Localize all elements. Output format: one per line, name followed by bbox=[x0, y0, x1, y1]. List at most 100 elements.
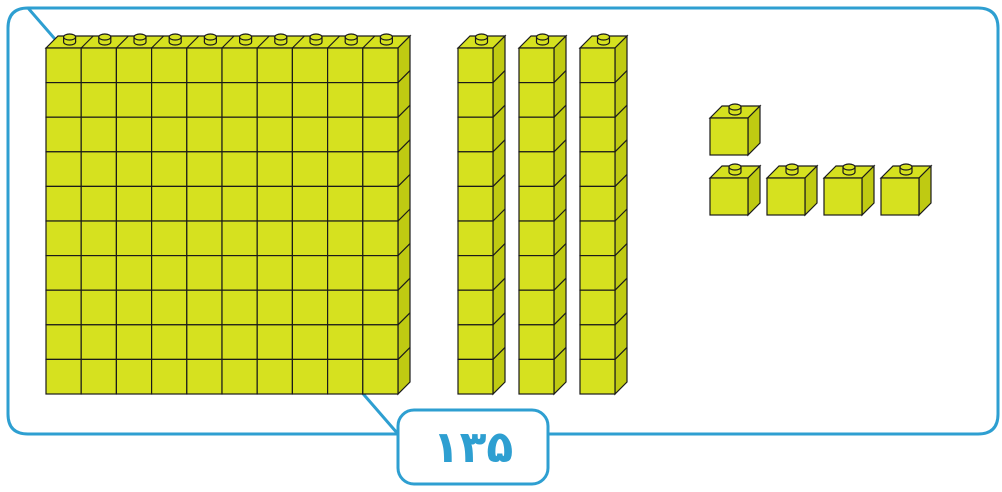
hundred-flat-cell bbox=[257, 186, 292, 221]
hundred-flat-cell bbox=[81, 186, 116, 221]
hundred-flat-cell bbox=[187, 117, 222, 152]
hundred-flat-cell bbox=[116, 83, 151, 118]
hundred-flat-cell bbox=[81, 152, 116, 187]
unit-cube bbox=[710, 164, 760, 215]
hundred-flat-cell bbox=[328, 325, 363, 360]
hundred-flat-cell bbox=[222, 186, 257, 221]
hundred-flat-cell bbox=[152, 325, 187, 360]
hundred-flat-cell bbox=[257, 325, 292, 360]
hundred-flat-cell bbox=[363, 83, 398, 118]
hundred-flat-cell bbox=[81, 48, 116, 83]
ten-rod bbox=[519, 34, 566, 394]
hundred-flat-cell bbox=[257, 117, 292, 152]
hundred-flat-cell bbox=[46, 152, 81, 187]
hundred-flat-cell bbox=[257, 152, 292, 187]
hundred-flat-cell bbox=[46, 359, 81, 394]
ten-rod-cell bbox=[519, 221, 554, 256]
hundred-flat-cell bbox=[187, 48, 222, 83]
hundred-flat-cell bbox=[187, 221, 222, 256]
hundred-flat-cell bbox=[46, 186, 81, 221]
hundred-flat-cell bbox=[81, 117, 116, 152]
hundred-flat-cell bbox=[152, 256, 187, 291]
hundred-flat-cell bbox=[81, 359, 116, 394]
ten-rod-cell bbox=[519, 325, 554, 360]
hundred-flat-cell bbox=[116, 152, 151, 187]
hundred-flat-cell bbox=[222, 117, 257, 152]
unit-cube bbox=[824, 164, 874, 215]
ten-rod-cell bbox=[519, 152, 554, 187]
hundred-flat-cell bbox=[363, 290, 398, 325]
hundred-flat-cell bbox=[363, 152, 398, 187]
hundred-flat-cell bbox=[257, 221, 292, 256]
unit-cube-cell bbox=[881, 178, 919, 215]
ten-rod-cell bbox=[458, 290, 493, 325]
hundred-flat-cell bbox=[363, 186, 398, 221]
ten-rod bbox=[580, 34, 627, 394]
hundred-flat-cell bbox=[328, 83, 363, 118]
ten-rod-cell bbox=[580, 325, 615, 360]
hundred-flat-cell bbox=[46, 221, 81, 256]
ten-rod-cell bbox=[458, 256, 493, 291]
ten-rod-cell bbox=[458, 221, 493, 256]
unit-cube-cell bbox=[710, 178, 748, 215]
hundred-flat-cell bbox=[187, 359, 222, 394]
hundred-flat-cell bbox=[152, 152, 187, 187]
hundred-flat-cell bbox=[222, 221, 257, 256]
unit-cube bbox=[710, 104, 760, 155]
hundred-flat-cell bbox=[292, 117, 327, 152]
hundred-flat-cell bbox=[363, 221, 398, 256]
hundred-flat-cell bbox=[257, 256, 292, 291]
ten-rod-cell bbox=[458, 359, 493, 394]
number-label: ۱۳۵ bbox=[398, 410, 548, 484]
hundred-flat-cell bbox=[46, 83, 81, 118]
hundred-flat-cell bbox=[187, 83, 222, 118]
hundred-flat-cell bbox=[328, 359, 363, 394]
hundred-flat-cell bbox=[187, 256, 222, 291]
hundred-flat-cell bbox=[116, 221, 151, 256]
hundred-flat-cell bbox=[46, 117, 81, 152]
hundred-flat-cell bbox=[116, 48, 151, 83]
hundred-flat-cell bbox=[152, 359, 187, 394]
ten-rod-cell bbox=[519, 186, 554, 221]
hundred-flat-cell bbox=[328, 186, 363, 221]
ten-rod-cell bbox=[458, 152, 493, 187]
hundred-flat-cell bbox=[187, 325, 222, 360]
hundred-flat-cell bbox=[152, 83, 187, 118]
hundred-flat-cell bbox=[116, 325, 151, 360]
ten-rod-cell bbox=[458, 83, 493, 118]
hundred-flat-cell bbox=[328, 48, 363, 83]
hundred-flat-cell bbox=[152, 48, 187, 83]
hundred-flat-cell bbox=[292, 256, 327, 291]
hundred-flat-cell bbox=[46, 256, 81, 291]
ten-rod-cell bbox=[580, 186, 615, 221]
hundred-flat-cell bbox=[81, 83, 116, 118]
hundred-flat-cell bbox=[81, 325, 116, 360]
ten-rods bbox=[458, 34, 627, 394]
ten-rod-cell bbox=[458, 48, 493, 83]
hundred-flat-cell bbox=[81, 256, 116, 291]
hundred-flat-cell bbox=[292, 325, 327, 360]
hundred-flat-cell bbox=[81, 290, 116, 325]
hundred-flat-cell bbox=[222, 48, 257, 83]
hundred-flat-cell bbox=[292, 186, 327, 221]
hundred-flat-cell bbox=[152, 186, 187, 221]
ten-rod-cell bbox=[580, 152, 615, 187]
hundred-flat-cell bbox=[152, 290, 187, 325]
ten-rod-cell bbox=[519, 48, 554, 83]
hundred-flat-cell bbox=[328, 117, 363, 152]
ten-rod-cell bbox=[519, 359, 554, 394]
unit-cube bbox=[767, 164, 817, 215]
unit-cube-cell bbox=[824, 178, 862, 215]
ten-rod-cell bbox=[519, 256, 554, 291]
hundred-flat bbox=[46, 34, 410, 394]
ten-rod-cell bbox=[580, 256, 615, 291]
hundred-flat-cell bbox=[292, 221, 327, 256]
unit-cubes bbox=[710, 104, 931, 215]
hundred-flat-cell bbox=[292, 290, 327, 325]
hundred-flat-cell bbox=[222, 325, 257, 360]
hundred-flat-cell bbox=[363, 256, 398, 291]
hundred-flat-cell bbox=[187, 186, 222, 221]
unit-cube-cell bbox=[767, 178, 805, 215]
ten-rod-cell bbox=[519, 290, 554, 325]
hundred-flat-cell bbox=[187, 290, 222, 325]
